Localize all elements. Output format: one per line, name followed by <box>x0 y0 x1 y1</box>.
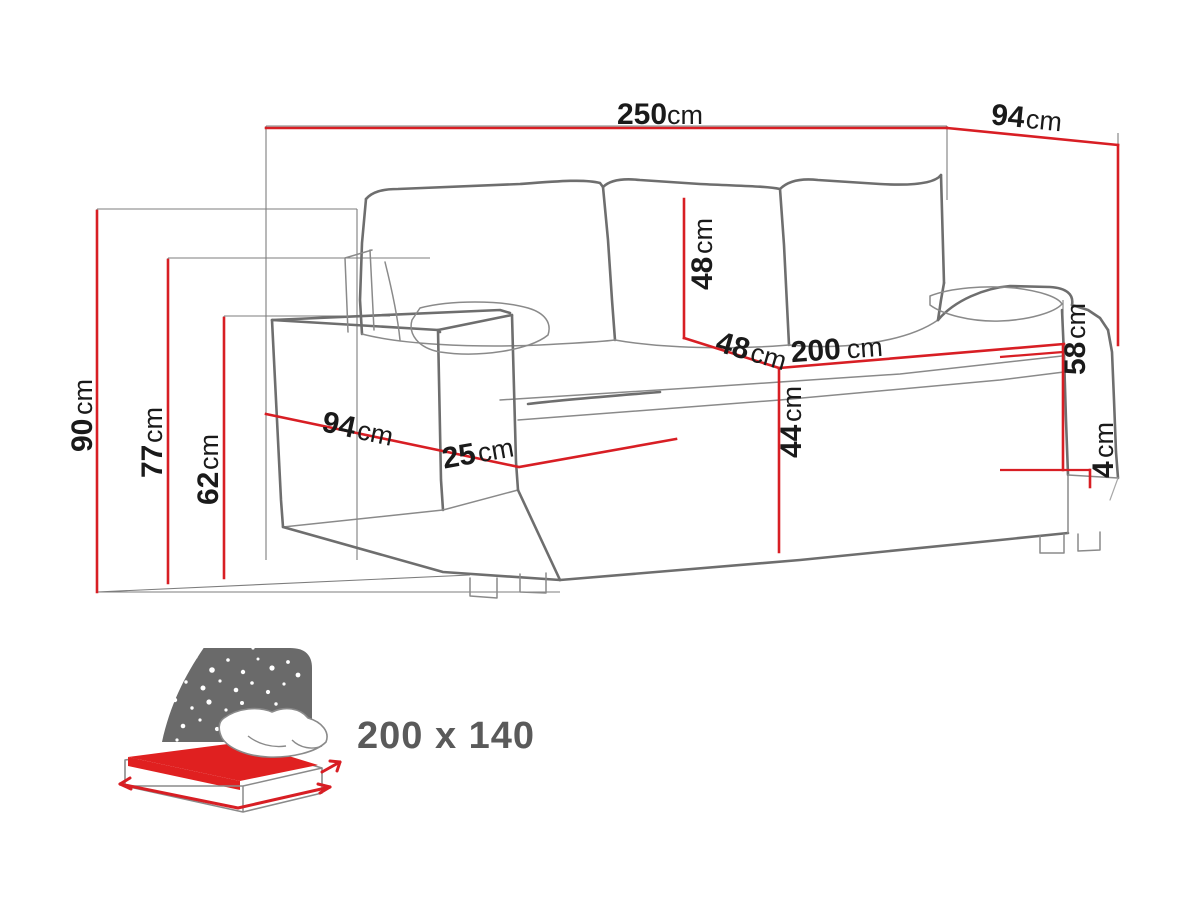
svg-text:cm: cm <box>1025 104 1064 137</box>
svg-text:58: 58 <box>1059 342 1092 375</box>
label-48cm-seat: 48 cm <box>712 326 790 377</box>
svg-text:cm: cm <box>1089 422 1119 458</box>
body-bottom-left <box>281 525 562 582</box>
sleeping-area-label: 200 x 140 <box>357 715 535 757</box>
svg-text:cm: cm <box>138 407 168 443</box>
dimension-labels: 250 cm 94 cm 90 cm 77 cm 62 cm <box>66 98 1120 505</box>
foot-front-left-2 <box>519 572 547 594</box>
right-accent-pillow <box>929 286 1063 322</box>
svg-text:48: 48 <box>712 326 753 367</box>
foot-front-left <box>469 577 498 599</box>
svg-text:cm: cm <box>667 100 703 130</box>
dimline-arm-94-25 <box>264 412 678 469</box>
label-4cm: 4 cm <box>1087 422 1120 478</box>
projection-lines <box>96 125 1119 593</box>
label-90cm: 90 cm <box>66 379 99 452</box>
bed-dim-arrow-length <box>118 782 240 810</box>
sofa-illustration <box>270 173 1120 599</box>
left-arm-top-back <box>270 308 512 322</box>
label-94cm-arm: 94 cm <box>319 406 396 452</box>
dimline-48-seat <box>682 336 781 370</box>
svg-text:25: 25 <box>440 437 479 475</box>
label-58cm: 58 cm <box>1059 303 1092 375</box>
svg-text:94: 94 <box>319 406 359 445</box>
svg-text:cm: cm <box>688 218 718 254</box>
label-25cm: 25 cm <box>440 432 516 475</box>
back-cushion-left-top <box>364 179 605 201</box>
svg-text:cm: cm <box>68 379 98 415</box>
svg-text:200: 200 <box>790 333 842 369</box>
svg-text:250: 250 <box>617 98 667 131</box>
svg-text:cm: cm <box>475 432 516 468</box>
svg-text:4: 4 <box>1087 461 1120 478</box>
label-94cm-depth: 94 cm <box>990 98 1064 137</box>
svg-text:cm: cm <box>355 415 396 452</box>
label-200cm: 200 cm <box>790 332 884 369</box>
svg-text:cm: cm <box>747 337 790 376</box>
dimline-200 <box>777 342 1066 370</box>
label-44cm: 44 cm <box>775 386 808 458</box>
svg-text:94: 94 <box>990 98 1027 134</box>
dimension-lines <box>95 126 1120 594</box>
foot-right-2 <box>1077 531 1101 552</box>
svg-text:90: 90 <box>66 419 99 452</box>
left-accent-pillow <box>410 301 550 355</box>
bed-dim-arrow-width <box>236 785 332 810</box>
label-48cm-back: 48 cm <box>686 218 719 290</box>
label-62cm: 62 cm <box>192 434 225 505</box>
label-250cm: 250 cm <box>617 98 703 131</box>
svg-text:cm: cm <box>1061 303 1091 339</box>
dimline-94-depth <box>945 126 1120 147</box>
foot-right-1 <box>1039 533 1065 554</box>
svg-text:cm: cm <box>194 434 224 470</box>
bed-night-icon: 200 x 140 <box>118 648 535 813</box>
svg-text:62: 62 <box>192 472 225 505</box>
sofa-feet <box>469 531 1101 599</box>
svg-text:77: 77 <box>136 445 169 478</box>
svg-text:48: 48 <box>686 257 719 290</box>
svg-text:44: 44 <box>775 424 808 458</box>
label-77cm: 77 cm <box>136 407 169 478</box>
svg-text:cm: cm <box>777 386 807 422</box>
svg-text:cm: cm <box>846 332 884 364</box>
